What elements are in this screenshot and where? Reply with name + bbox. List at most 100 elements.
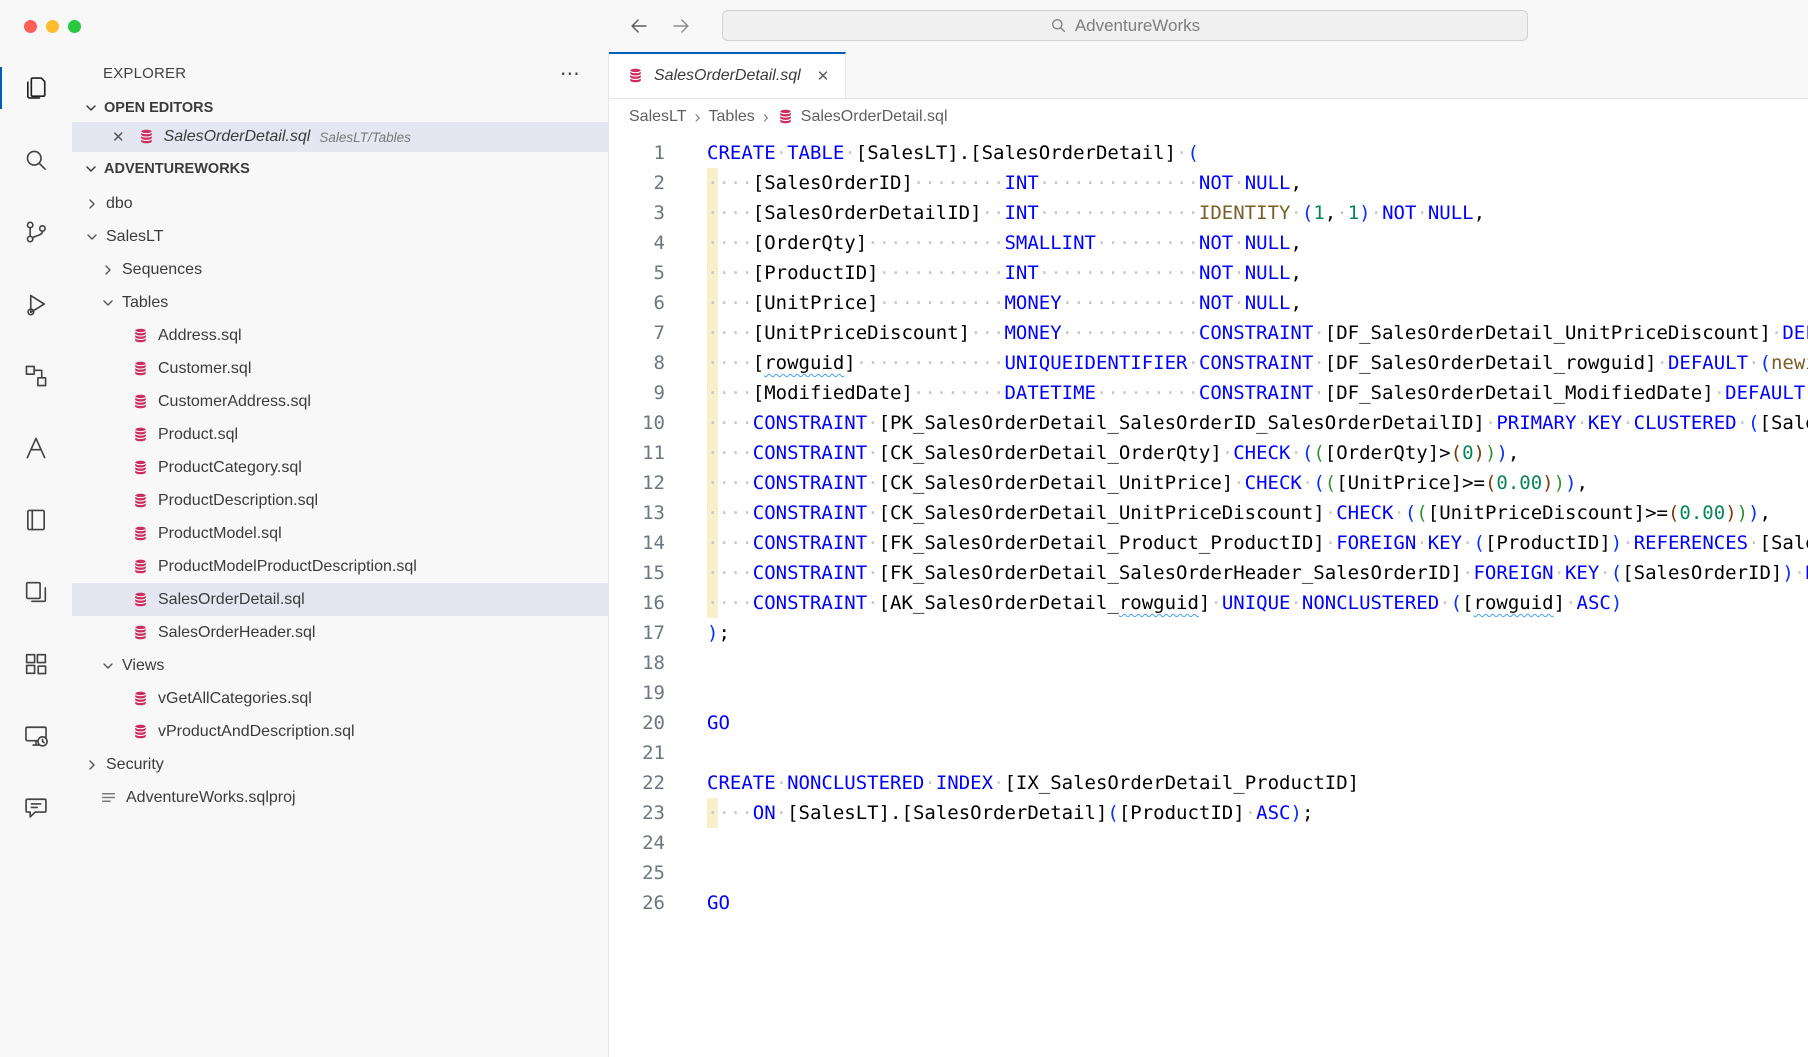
breadcrumb-item-folder[interactable]: Tables — [708, 108, 755, 125]
tree-item-productdescription-sql[interactable]: ProductDescription.sql — [72, 484, 608, 517]
tree-item-label: ProductDescription.sql — [158, 491, 319, 509]
chevron-down-icon — [83, 161, 99, 177]
database-icon — [132, 393, 150, 411]
tree-item-vproductanddescription-sql[interactable]: vProductAndDescription.sql — [72, 715, 608, 748]
tree-item-product-sql[interactable]: Product.sql — [72, 418, 608, 451]
activity-item-notebooks[interactable] — [0, 484, 72, 556]
editor-group: SalesOrderDetail.sql ✕ SalesLT › Tables … — [609, 52, 1808, 1057]
tree-item-productmodelproductdescription-sql[interactable]: ProductModelProductDescription.sql — [72, 550, 608, 583]
open-editor-description: SalesLT/Tables — [319, 129, 411, 145]
tab-salesorderdetail[interactable]: SalesOrderDetail.sql ✕ — [609, 52, 847, 98]
open-editor-item[interactable]: ✕ SalesOrderDetail.sql SalesLT/Tables — [72, 122, 608, 152]
tab-close-icon[interactable]: ✕ — [816, 68, 830, 85]
minimize-window-button[interactable] — [46, 20, 59, 33]
tree-item-customer-sql[interactable]: Customer.sql — [72, 352, 608, 385]
code-line-15[interactable]: 15····CONSTRAINT·[FK_SalesOrderDetail_Sa… — [609, 558, 1808, 588]
code-line-13[interactable]: 13····CONSTRAINT·[CK_SalesOrderDetail_Un… — [609, 498, 1808, 528]
tree-item-adventureworks-sqlproj[interactable]: AdventureWorks.sqlproj — [72, 781, 608, 814]
code-line-24[interactable]: 24 — [609, 828, 1808, 858]
activity-item-azure[interactable] — [0, 412, 72, 484]
tree-item-vgetallcategories-sql[interactable]: vGetAllCategories.sql — [72, 682, 608, 715]
project-section-header[interactable]: ADVENTUREWORKS — [72, 152, 608, 185]
forward-button[interactable] — [668, 13, 694, 39]
chat-icon — [22, 794, 50, 822]
traffic-lights — [24, 20, 81, 33]
back-button[interactable] — [626, 13, 652, 39]
code-line-25[interactable]: 25 — [609, 858, 1808, 888]
activity-item-search[interactable] — [0, 124, 72, 196]
project-section-label: ADVENTUREWORKS — [104, 160, 250, 177]
tree-item-customeraddress-sql[interactable]: CustomerAddress.sql — [72, 385, 608, 418]
line-number: 1 — [653, 142, 665, 164]
tree-item-label: ProductCategory.sql — [158, 458, 302, 476]
open-editors-header[interactable]: OPEN EDITORS — [72, 94, 608, 122]
code-line-21[interactable]: 21 — [609, 738, 1808, 768]
code-line-2[interactable]: 2····[SalesOrderID]········INT··········… — [609, 168, 1808, 198]
code-line-6[interactable]: 6····[UnitPrice]···········MONEY········… — [609, 288, 1808, 318]
tree-item-label: vGetAllCategories.sql — [158, 689, 312, 707]
activity-item-object-explorer[interactable] — [0, 556, 72, 628]
line-number: 24 — [642, 832, 665, 854]
line-number: 21 — [642, 742, 665, 764]
close-editor-icon[interactable]: ✕ — [112, 129, 125, 146]
tree-item-label: Sequences — [122, 260, 203, 278]
more-actions-button[interactable]: ⋯ — [559, 62, 580, 85]
activity-item-live-preview[interactable] — [0, 700, 72, 772]
zoom-window-button[interactable] — [68, 20, 81, 33]
tree-item-productcategory-sql[interactable]: ProductCategory.sql — [72, 451, 608, 484]
code-line-18[interactable]: 18 — [609, 648, 1808, 678]
activity-item-run-and-debug[interactable] — [0, 268, 72, 340]
line-text: ····ON·[SalesLT].[SalesOrderDetail]([Pro… — [707, 798, 1314, 828]
tree-item-dbo[interactable]: dbo — [72, 187, 608, 220]
tree-item-label: ProductModel.sql — [158, 524, 282, 542]
tree-item-saleslt[interactable]: SalesLT — [72, 220, 608, 253]
activity-item-chat[interactable] — [0, 772, 72, 844]
tree-item-label: SalesLT — [106, 227, 164, 245]
sidebar-title: EXPLORER — [103, 64, 187, 82]
live-preview-icon — [22, 722, 50, 750]
code-line-7[interactable]: 7····[UnitPriceDiscount]···MONEY········… — [609, 318, 1808, 348]
activity-item-explorer[interactable] — [0, 52, 72, 124]
line-text: ····[SalesOrderDetailID]··INT···········… — [707, 198, 1486, 228]
breadcrumb-item-schema[interactable]: SalesLT — [629, 108, 687, 125]
tree-item-security[interactable]: Security — [72, 748, 608, 781]
tree-item-label: SalesOrderHeader.sql — [158, 623, 316, 641]
tree-item-sequences[interactable]: Sequences — [72, 253, 608, 286]
tree-item-salesorderheader-sql[interactable]: SalesOrderHeader.sql — [72, 616, 608, 649]
code-line-9[interactable]: 9····[ModifiedDate]········DATETIME·····… — [609, 378, 1808, 408]
tree-item-salesorderdetail-sql[interactable]: SalesOrderDetail.sql — [72, 583, 608, 616]
activity-item-extensions[interactable] — [0, 628, 72, 700]
line-text: ····[ModifiedDate]········DATETIME······… — [707, 378, 1808, 408]
code-line-8[interactable]: 8····[rowguid]·············UNIQUEIDENTIF… — [609, 348, 1808, 378]
tree-item-tables[interactable]: Tables — [72, 286, 608, 319]
code-line-23[interactable]: 23····ON·[SalesLT].[SalesOrderDetail]([P… — [609, 798, 1808, 828]
code-line-14[interactable]: 14····CONSTRAINT·[FK_SalesOrderDetail_Pr… — [609, 528, 1808, 558]
code-line-19[interactable]: 19 — [609, 678, 1808, 708]
code-line-5[interactable]: 5····[ProductID]···········INT··········… — [609, 258, 1808, 288]
tree-item-views[interactable]: Views — [72, 649, 608, 682]
code-line-3[interactable]: 3····[SalesOrderDetailID]··INT··········… — [609, 198, 1808, 228]
close-window-button[interactable] — [24, 20, 37, 33]
tree-item-productmodel-sql[interactable]: ProductModel.sql — [72, 517, 608, 550]
line-number: 15 — [642, 562, 665, 584]
breadcrumb-item-file[interactable]: SalesOrderDetail.sql — [777, 108, 948, 126]
code-line-17[interactable]: 17); — [609, 618, 1808, 648]
tree-item-label: ProductModelProductDescription.sql — [158, 557, 417, 575]
command-center[interactable]: AdventureWorks — [722, 10, 1528, 41]
activity-item-source-control[interactable] — [0, 196, 72, 268]
workbench: EXPLORER ⋯ OPEN EDITORS ✕ SalesOrderDeta… — [0, 52, 1808, 1057]
code-line-16[interactable]: 16····CONSTRAINT·[AK_SalesOrderDetail_ro… — [609, 588, 1808, 618]
code-line-12[interactable]: 12····CONSTRAINT·[CK_SalesOrderDetail_Un… — [609, 468, 1808, 498]
line-number: 14 — [642, 532, 665, 554]
tree-item-address-sql[interactable]: Address.sql — [72, 319, 608, 352]
code-line-10[interactable]: 10····CONSTRAINT·[PK_SalesOrderDetail_Sa… — [609, 408, 1808, 438]
code-line-4[interactable]: 4····[OrderQty]············SMALLINT·····… — [609, 228, 1808, 258]
command-center-query: AdventureWorks — [1074, 15, 1201, 35]
code-line-11[interactable]: 11····CONSTRAINT·[CK_SalesOrderDetail_Or… — [609, 438, 1808, 468]
activity-item-database-projects[interactable] — [0, 340, 72, 412]
